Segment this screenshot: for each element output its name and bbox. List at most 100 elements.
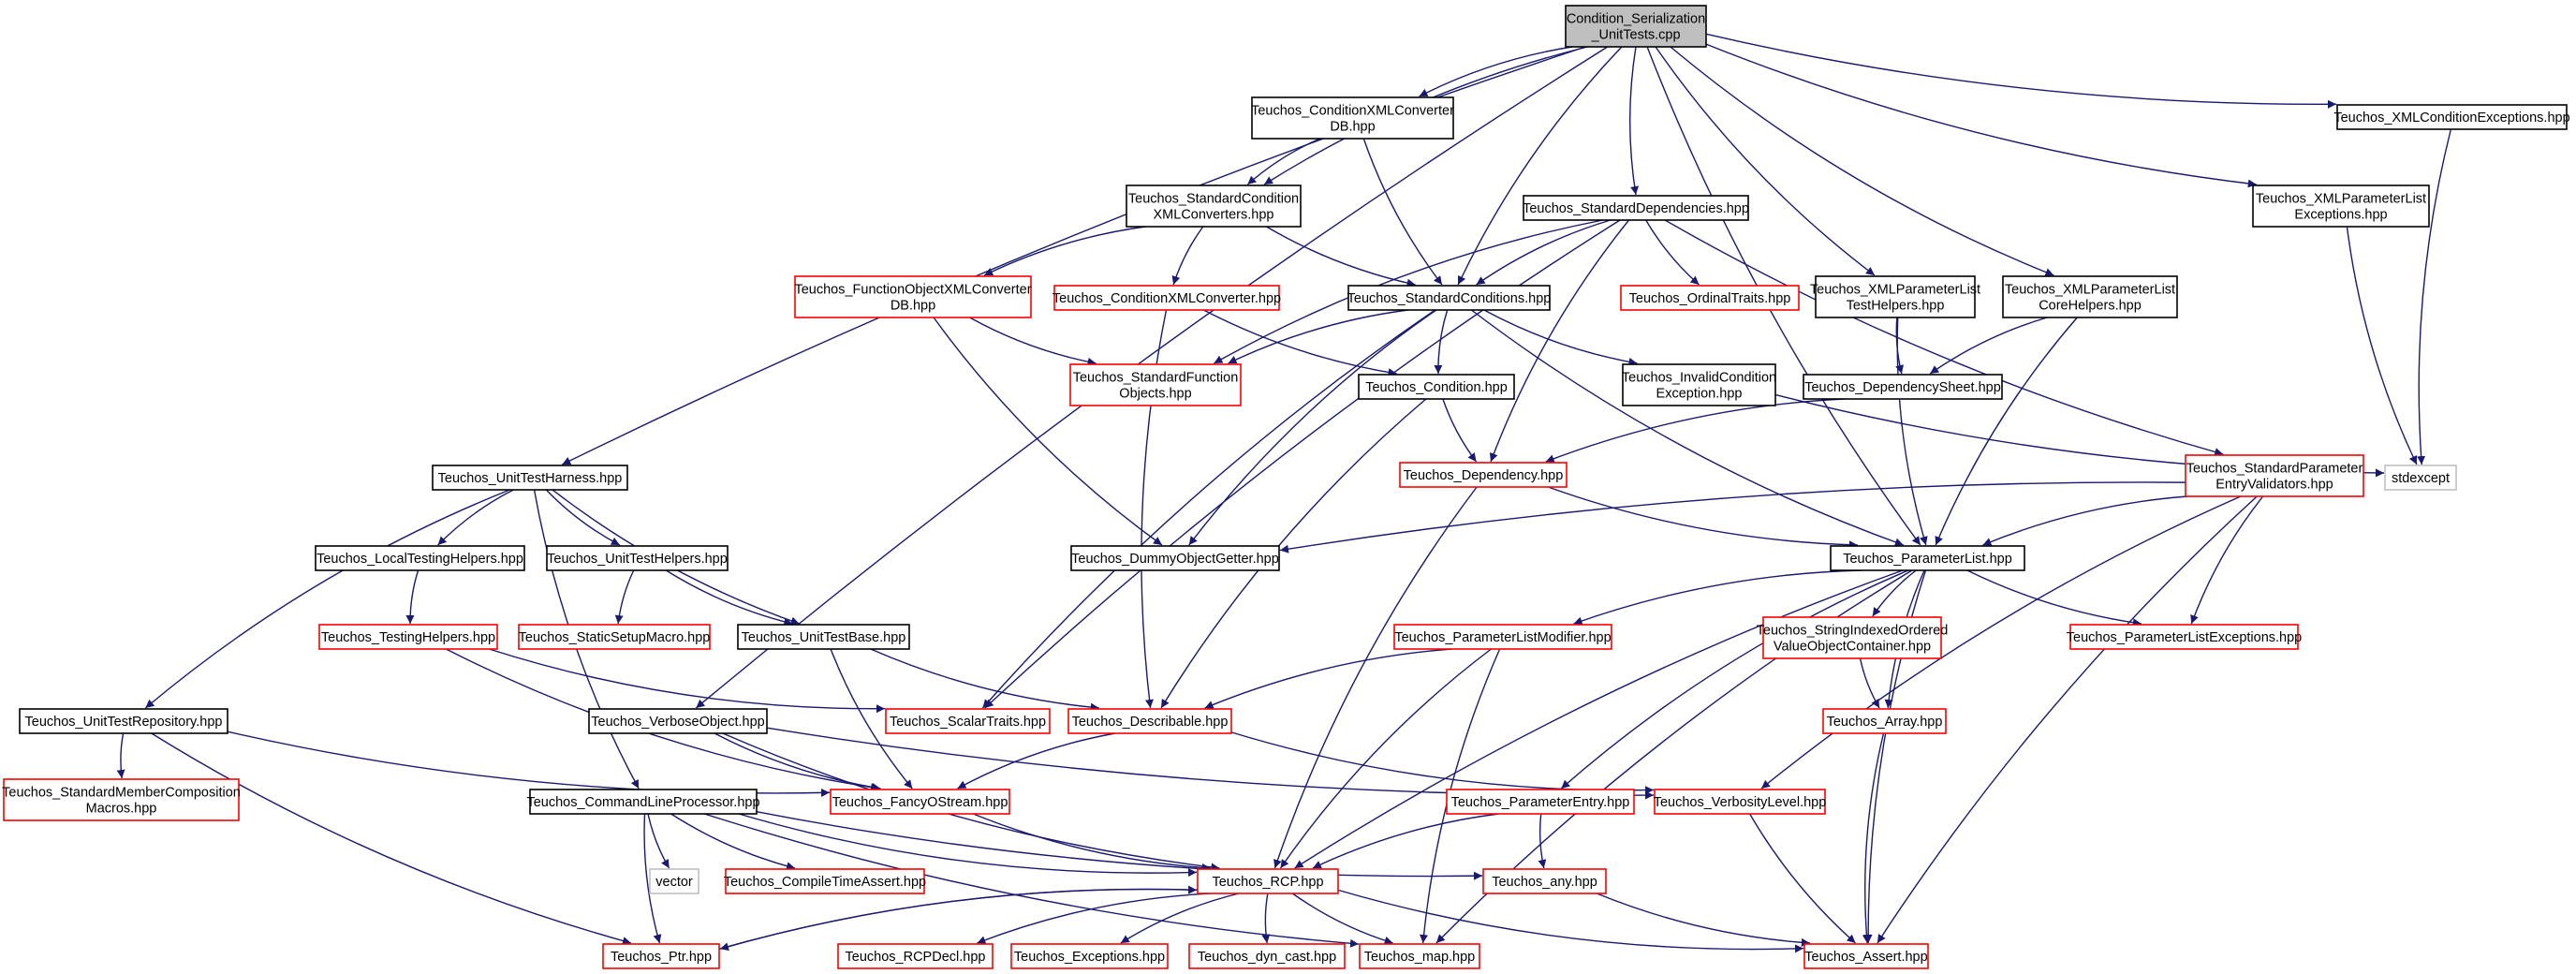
node-cmdlineproc[interactable]: Teuchos_CommandLineProcessor.hpp <box>526 789 760 815</box>
node-map[interactable]: Teuchos_map.hpp <box>1359 943 1480 969</box>
edge-stddeps-to-scalartraits <box>984 219 1621 709</box>
node-fancyostream-box <box>830 789 1010 815</box>
node-plmodifier[interactable]: Teuchos_ParameterListModifier.hpp <box>1393 624 1612 650</box>
node-assert[interactable]: Teuchos_Assert.hpp <box>1803 943 1929 969</box>
node-plmodifier-box <box>1393 624 1612 650</box>
node-ordinaltraits[interactable]: Teuchos_OrdinalTraits.hpp <box>1620 285 1800 311</box>
node-xmlcondexc[interactable]: Teuchos_XMLConditionExceptions.hpp <box>2333 104 2570 130</box>
edge-stdconds-to-scalartraits <box>981 309 1436 709</box>
edge-verbositylevel-to-assert <box>1749 813 1857 944</box>
node-stddeps-box <box>1523 195 1749 221</box>
node-stdcondxmlconv[interactable]: Teuchos_StandardConditionXMLConverters.h… <box>1126 184 1302 228</box>
node-exceptions[interactable]: Teuchos_Exceptions.hpp <box>1010 943 1169 969</box>
edge-rcp-to-exceptions <box>1120 893 1240 944</box>
node-depsheet-label-0: Teuchos_DependencySheet.hpp <box>1804 380 2001 395</box>
node-unittestbase[interactable]: Teuchos_UnitTestBase.hpp <box>737 624 910 650</box>
node-xmlplcorehelpers-label-0: Teuchos_XMLParameterList <box>2005 283 2175 298</box>
node-paramlist[interactable]: Teuchos_ParameterList.hpp <box>1830 545 2025 571</box>
node-vector[interactable]: vector <box>649 868 699 894</box>
node-rcpdecl[interactable]: Teuchos_RCPDecl.hpp <box>837 943 994 969</box>
edge-stddeps-to-dependency <box>1489 219 1630 463</box>
edge-stdparamvalidators-to-assert <box>1877 495 2258 944</box>
node-array[interactable]: Teuchos_Array.hpp <box>1822 708 1947 734</box>
edge-stdcondxmlconv-to-stdconds <box>1266 226 1416 288</box>
node-funcobjxmlconvdb-label-1: DB.hpp <box>891 299 935 314</box>
edge-cmdlineproc-to-compiletimeassert <box>670 813 796 871</box>
node-xmlplexc-label-0: Teuchos_XMLParameterList <box>2256 192 2426 207</box>
node-stdmembercomp[interactable]: Teuchos_StandardMemberCompositionMacros.… <box>2 778 241 821</box>
node-fancyostream[interactable]: Teuchos_FancyOStream.hpp <box>830 789 1010 815</box>
node-paramentry-box <box>1446 789 1635 815</box>
edge-localtestinghelpers-to-testinghelpers <box>405 569 420 625</box>
node-assert-label-0: Teuchos_Assert.hpp <box>1804 950 1927 965</box>
node-plmodifier-label-0: Teuchos_ParameterListModifier.hpp <box>1394 630 1611 645</box>
node-ptr-label-0: Teuchos_Ptr.hpp <box>611 950 712 965</box>
node-condition[interactable]: Teuchos_Condition.hpp <box>1358 374 1515 400</box>
node-vector-label-0: vector <box>655 875 693 890</box>
edge-array-to-assert <box>1862 732 1885 944</box>
edge-xmlpltesthelpers-to-paramlist <box>1896 317 1928 546</box>
node-stddeps[interactable]: Teuchos_StandardDependencies.hpp <box>1523 195 1749 221</box>
node-verbositylevel[interactable]: Teuchos_VerbosityLevel.hpp <box>1654 789 1827 815</box>
node-plexceptions-label-0: Teuchos_ParameterListExceptions.hpp <box>2067 630 2302 645</box>
node-root-label-1: _UnitTests.cpp <box>1590 28 1680 43</box>
node-dependency[interactable]: Teuchos_Dependency.hpp <box>1399 462 1568 488</box>
node-dyncast[interactable]: Teuchos_dyn_cast.hpp <box>1188 943 1346 969</box>
node-root[interactable]: Condition_Serialization_UnitTests.cpp <box>1565 5 1707 48</box>
node-any[interactable]: Teuchos_any.hpp <box>1482 868 1607 894</box>
node-dummyobjgetter[interactable]: Teuchos_DummyObjectGetter.hpp <box>1070 545 1280 571</box>
edge-testinghelpers-to-scalartraits <box>489 648 886 714</box>
node-ptr[interactable]: Teuchos_Ptr.hpp <box>602 943 720 969</box>
node-condxmlconv-label-0: Teuchos_ConditionXMLConverter.hpp <box>1052 291 1281 306</box>
node-unittesthelpers[interactable]: Teuchos_UnitTestHelpers.hpp <box>546 545 729 571</box>
node-unittesthelpers-label-0: Teuchos_UnitTestHelpers.hpp <box>547 552 728 567</box>
node-testinghelpers[interactable]: Teuchos_TestingHelpers.hpp <box>318 624 498 650</box>
node-compiletimeassert[interactable]: Teuchos_CompileTimeAssert.hpp <box>724 868 926 894</box>
node-stdconds[interactable]: Teuchos_StandardConditions.hpp <box>1347 285 1552 311</box>
node-testinghelpers-box <box>318 624 498 650</box>
node-stdcondxmlconv-box <box>1126 184 1302 228</box>
node-invalidcondexc-box <box>1622 363 1776 406</box>
edge-condxmlconvdb-to-stdconds <box>1362 138 1443 286</box>
node-staticsetupmacro[interactable]: Teuchos_StaticSetupMacro.hpp <box>518 624 711 650</box>
edge-rcp-to-map <box>1291 893 1393 945</box>
node-unittestharness[interactable]: Teuchos_UnitTestHarness.hpp <box>432 465 628 491</box>
node-dependency-box <box>1399 462 1568 488</box>
node-paramentry[interactable]: Teuchos_ParameterEntry.hpp <box>1446 789 1635 815</box>
node-describable-box <box>1067 708 1232 734</box>
node-xmlplcorehelpers-box <box>2002 275 2178 318</box>
node-any-label-0: Teuchos_any.hpp <box>1492 875 1597 890</box>
node-unittestrepo[interactable]: Teuchos_UnitTestRepository.hpp <box>19 708 228 734</box>
node-rcp[interactable]: Teuchos_RCP.hpp <box>1197 868 1339 894</box>
node-localtestinghelpers[interactable]: Teuchos_LocalTestingHelpers.hpp <box>315 545 525 571</box>
edge-cmdlineproc-to-any <box>756 810 1483 880</box>
node-dyncast-box <box>1188 943 1346 969</box>
edge-unittestharness-to-unittestrepo <box>144 489 510 709</box>
node-verboseobject[interactable]: Teuchos_VerboseObject.hpp <box>588 708 768 734</box>
node-stringindexed[interactable]: Teuchos_StringIndexedOrderedValueObjectC… <box>1757 616 1949 659</box>
node-describable[interactable]: Teuchos_Describable.hpp <box>1067 708 1232 734</box>
node-scalartraits[interactable]: Teuchos_ScalarTraits.hpp <box>885 708 1051 734</box>
node-scalartraits-box <box>885 708 1051 734</box>
node-rcpdecl-box <box>837 943 994 969</box>
node-stdexcept[interactable]: stdexcept <box>2384 465 2457 491</box>
edge-root-to-stddeps <box>1629 46 1640 196</box>
node-stdexcept-box <box>2384 465 2457 491</box>
node-xmlcondexc-label-0: Teuchos_XMLConditionExceptions.hpp <box>2333 111 2569 125</box>
node-plexceptions[interactable]: Teuchos_ParameterListExceptions.hpp <box>2067 624 2302 650</box>
node-stdparamvalidators[interactable]: Teuchos_StandardParameterEntryValidators… <box>2185 454 2364 497</box>
node-depsheet[interactable]: Teuchos_DependencySheet.hpp <box>1803 374 2003 400</box>
edge-xmlplcorehelpers-to-paramlist <box>1935 317 2078 546</box>
node-xmlpltesthelpers-box <box>1815 275 1976 318</box>
edge-cmdlineproc-to-vector <box>647 813 670 869</box>
edge-depsheet-to-dependency <box>1545 398 1846 463</box>
node-condxmlconv[interactable]: Teuchos_ConditionXMLConverter.hpp <box>1052 285 1281 311</box>
